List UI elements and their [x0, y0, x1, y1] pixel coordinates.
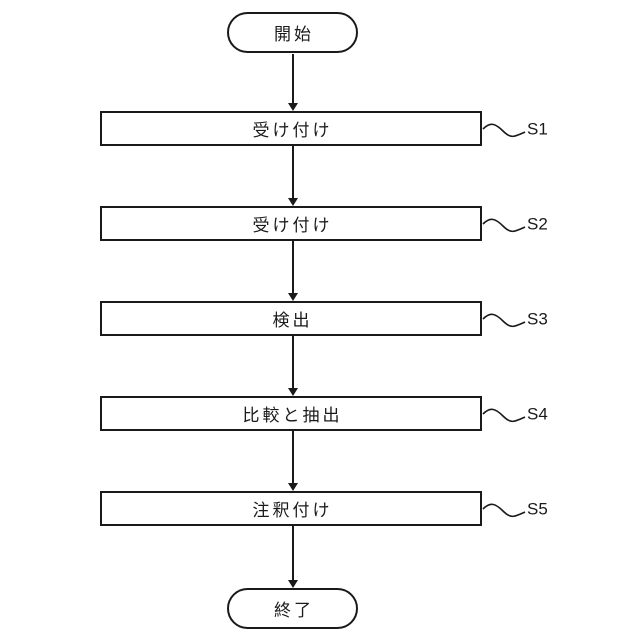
connector-squiggle-icon [482, 218, 526, 232]
step-row-5: 注釈付け S5 [0, 491, 640, 526]
arrow-shaft [292, 241, 294, 294]
step-row-4: 比較と抽出 S4 [0, 396, 640, 431]
process-label: 比較と抽出 [242, 406, 343, 425]
step-tag: S1 [527, 118, 548, 138]
step-tag: S5 [527, 498, 548, 518]
arrow-down-icon [288, 146, 298, 206]
step-row-2: 受け付け S2 [0, 206, 640, 241]
end-label: 終了 [274, 601, 314, 620]
arrow-down-icon [288, 241, 298, 301]
step-row-1: 受け付け S1 [0, 111, 640, 146]
step-tag: S3 [527, 308, 548, 328]
arrow-head [288, 198, 298, 206]
step-tag: S4 [527, 403, 548, 423]
step-row-3: 検出 S3 [0, 301, 640, 336]
arrow-shaft [292, 54, 294, 104]
connector-squiggle-icon [482, 408, 526, 422]
process-box-s5: 注釈付け [100, 491, 482, 526]
process-label: 受け付け [252, 121, 333, 140]
arrow-head [288, 580, 298, 588]
step-tag: S2 [527, 213, 548, 233]
process-label: 受け付け [252, 216, 333, 235]
arrow-shaft [292, 526, 294, 581]
arrow-head [288, 483, 298, 491]
start-label: 開始 [274, 25, 314, 44]
arrow-down-icon [288, 54, 298, 111]
connector-squiggle-icon [482, 123, 526, 137]
arrow-head [288, 103, 298, 111]
arrow-down-icon [288, 336, 298, 396]
process-box-s4: 比較と抽出 [100, 396, 482, 431]
arrow-shaft [292, 146, 294, 199]
process-box-s3: 検出 [100, 301, 482, 336]
process-box-s1: 受け付け [100, 111, 482, 146]
start-node: 開始 [227, 12, 358, 53]
process-label: 検出 [272, 311, 313, 330]
connector-squiggle-icon [482, 313, 526, 327]
arrow-head [288, 388, 298, 396]
connector-squiggle-icon [482, 503, 526, 517]
process-label: 注釈付け [252, 501, 333, 520]
arrow-shaft [292, 336, 294, 389]
process-box-s2: 受け付け [100, 206, 482, 241]
end-node: 終了 [227, 588, 358, 629]
arrow-shaft [292, 431, 294, 484]
arrow-down-icon [288, 431, 298, 491]
arrow-head [288, 293, 298, 301]
arrow-down-icon [288, 526, 298, 588]
